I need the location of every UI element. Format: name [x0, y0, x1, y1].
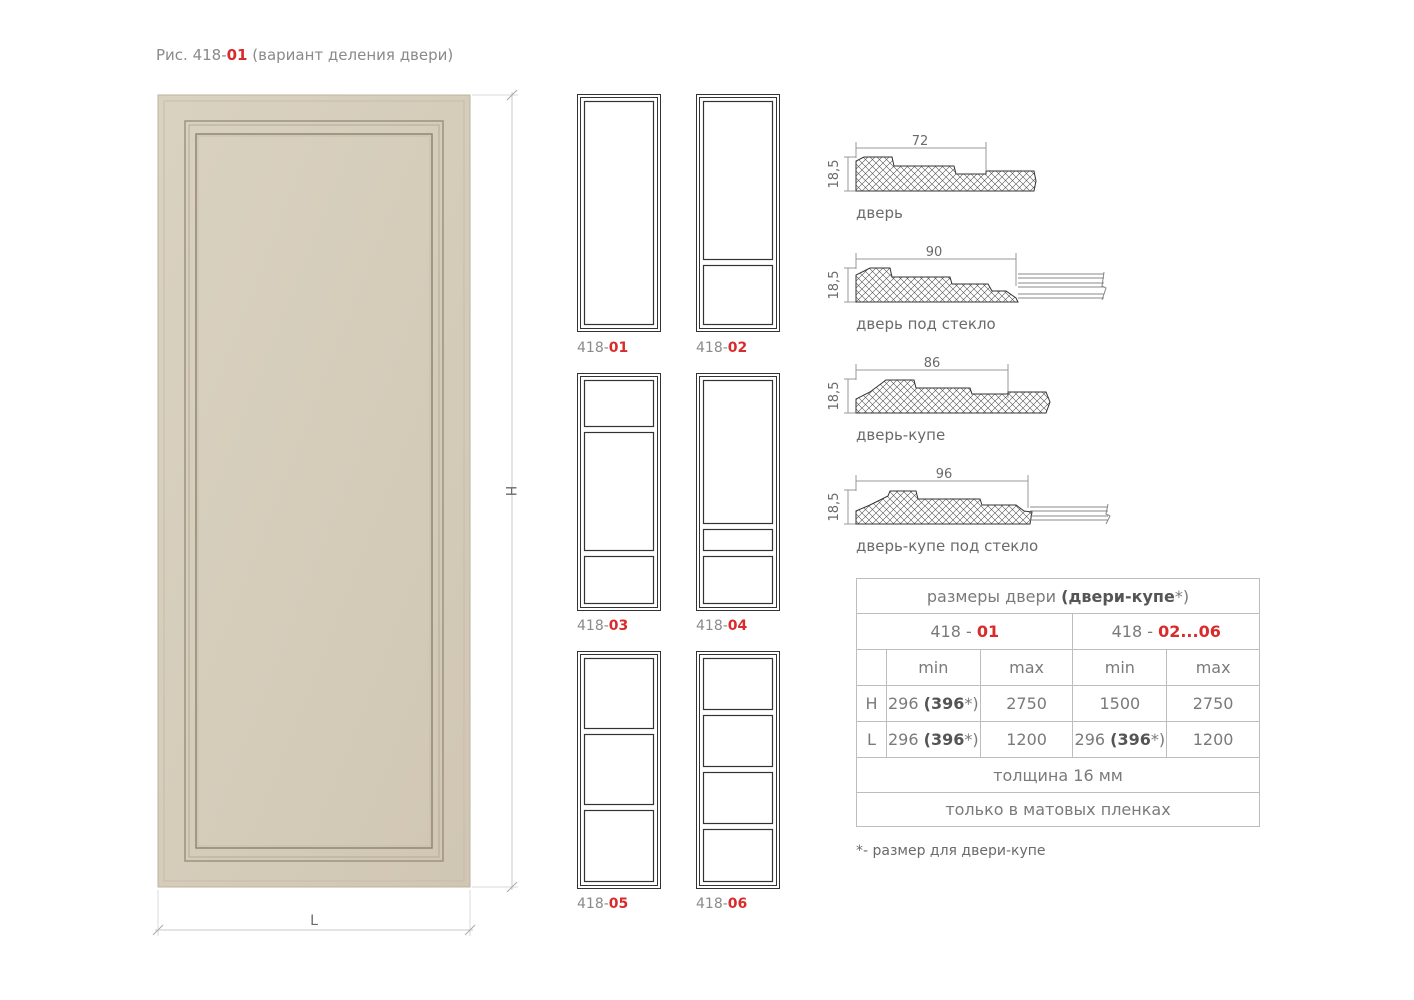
profile-door-thickness: 18,5 [827, 160, 842, 189]
header-max-2: max [1166, 649, 1260, 686]
profile-sliding-door-glass-width: 96 [936, 467, 953, 482]
variant-label-418-05: 418-05 [577, 896, 629, 912]
profile-sliding-door-thickness: 18,5 [827, 382, 842, 411]
width-label: L [310, 913, 318, 929]
door-panel [157, 94, 471, 888]
cell-max: 1200 [979, 721, 1074, 758]
variant-418-01-drawing [577, 94, 661, 332]
variant-418-04-drawing [696, 373, 780, 611]
table-header-row: min max min max [856, 649, 1260, 686]
footnote: *- размер для двери-купе [856, 843, 1046, 859]
profile-sliding-door-glass: 96 18,5 [827, 467, 1111, 525]
profile-door-glass-label: дверь под стекло [856, 315, 996, 333]
table-finish-row: только в матовых пленках [856, 792, 1260, 827]
profile-sliding-door-width: 86 [924, 356, 941, 371]
variant-418-03-drawing [577, 373, 661, 611]
thickness-note: толщина 16 мм [856, 757, 1260, 793]
caption-suffix: (вариант деления двери) [247, 46, 454, 64]
profile-sliding-door: 86 18,5 [827, 356, 1051, 414]
header-min-2: min [1072, 649, 1168, 686]
variant-label-418-02: 418-02 [696, 340, 748, 356]
row-dimension: L [856, 721, 887, 758]
height-label: H [502, 486, 518, 497]
cell-max: 1200 [1166, 721, 1260, 758]
header-empty-cell [856, 649, 887, 686]
cell-min: 296 (396*) [1072, 721, 1168, 758]
profile-door-glass-thickness: 18,5 [827, 271, 842, 300]
profile-door: 72 18,5 [827, 134, 1037, 192]
table-title: размеры двери (двери-купе*) [856, 578, 1260, 614]
caption-code: 01 [226, 46, 248, 64]
cell-max: 2750 [979, 685, 1074, 722]
cell-min: 296 (396*) [885, 721, 981, 758]
width-dimension: L [152, 890, 476, 936]
finish-note: только в матовых пленках [856, 792, 1260, 827]
row-dimension: H [856, 685, 887, 722]
profile-sliding-door-label: дверь-купе [856, 426, 946, 444]
variant-label-418-03: 418-03 [577, 618, 629, 634]
header-max-1: max [979, 649, 1074, 686]
cell-min: 296 (396*) [885, 685, 981, 722]
main-door-drawing: H L [152, 89, 518, 936]
profile-sliding-door-glass-label: дверь-купе под стекло [856, 537, 1039, 555]
group-418-02-06: 418 - 02...06 [1072, 613, 1260, 650]
variant-label-418-06: 418-06 [696, 896, 748, 912]
height-dimension: H [472, 89, 518, 893]
header-min-1: min [885, 649, 981, 686]
variant-418-06-drawing [696, 651, 780, 889]
figure-caption: Рис. 418-01 (вариант деления двери) [156, 46, 453, 64]
group-418-01: 418 - 01 [855, 613, 1074, 650]
table-row: H 296 (396*) 2750 1500 2750 [856, 685, 1260, 722]
profile-door-label: дверь [856, 204, 903, 222]
table-group-row: 418 - 01 418 - 02...06 [855, 613, 1260, 650]
variant-label-418-01: 418-01 [577, 340, 629, 356]
profile-door-glass: 90 18,5 [827, 245, 1107, 303]
table-title-row: размеры двери (двери-купе*) [856, 578, 1260, 614]
table-row: L 296 (396*) 1200 296 (396*) 1200 [856, 721, 1260, 758]
profile-door-width: 72 [912, 134, 929, 149]
cell-max: 2750 [1166, 685, 1260, 722]
cell-min: 1500 [1072, 685, 1168, 722]
door-sizes-table: размеры двери (двери-купе*) 418 - 01 418… [855, 578, 1260, 827]
profile-sliding-door-glass-thickness: 18,5 [827, 493, 842, 522]
table-thickness-row: толщина 16 мм [856, 757, 1260, 793]
caption-prefix: Рис. 418- [156, 46, 227, 64]
profile-door-glass-width: 90 [926, 245, 943, 260]
variant-418-02-drawing [696, 94, 780, 332]
variant-label-418-04: 418-04 [696, 618, 748, 634]
variant-418-05-drawing [577, 651, 661, 889]
profile-sections: 72 18,5 90 18,5 86 18,5 [827, 134, 1111, 525]
